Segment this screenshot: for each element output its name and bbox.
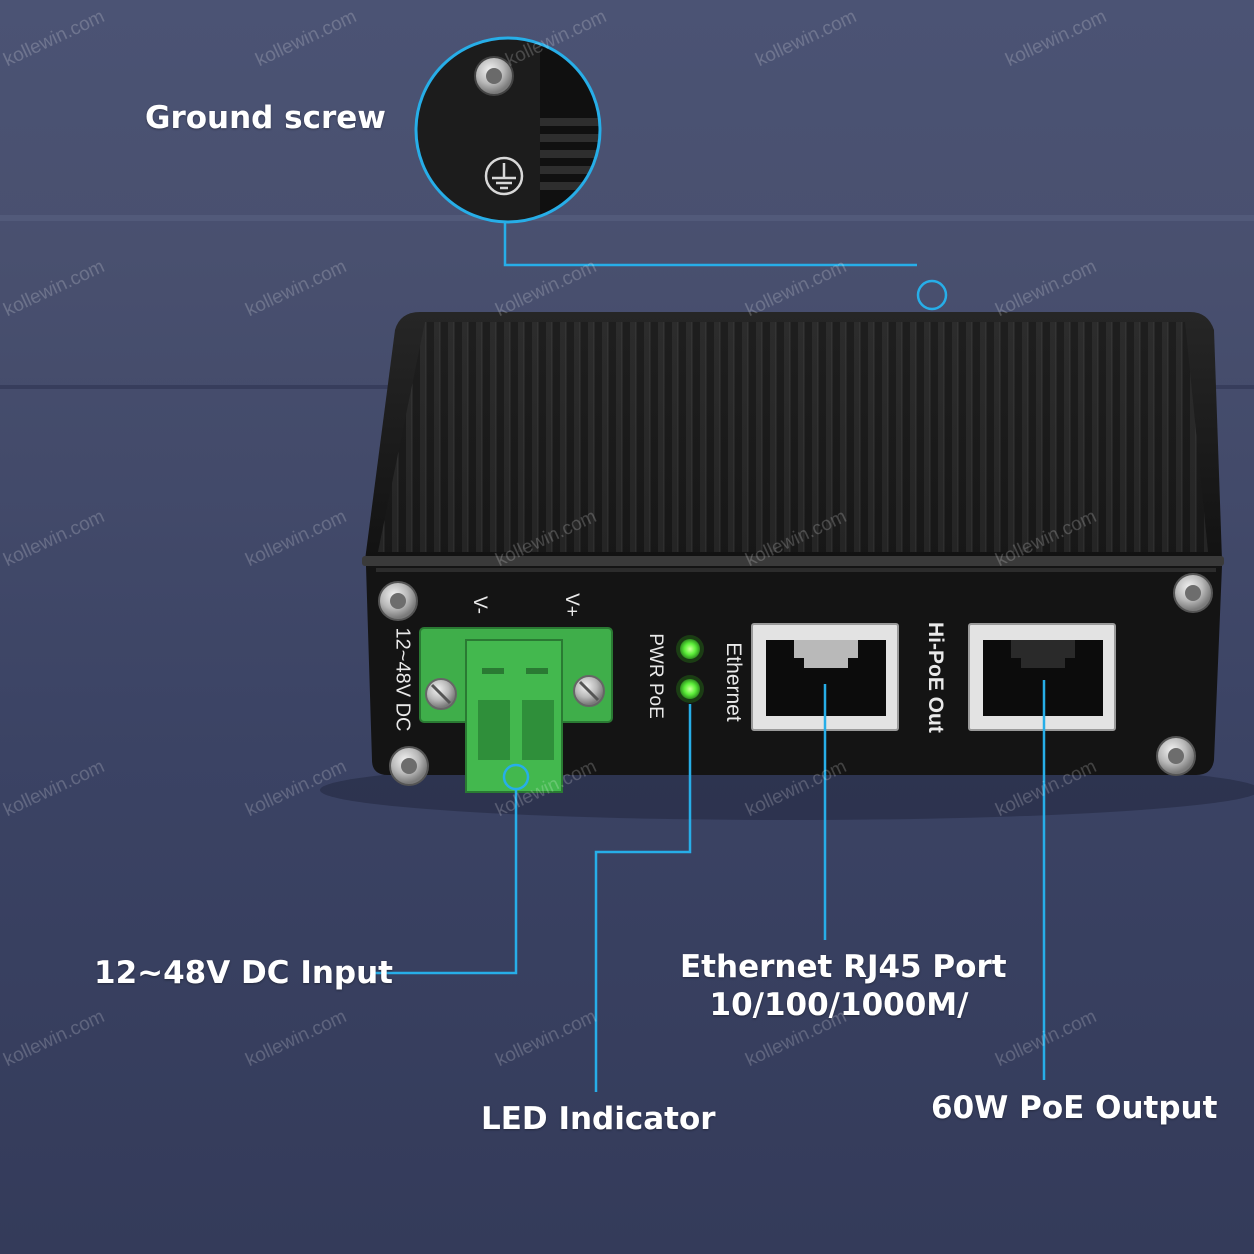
panel-label-dc: 12~48V DC — [391, 627, 414, 732]
ground-symbol-icon — [484, 156, 524, 196]
callout-line-led — [594, 704, 692, 1092]
callout-ethernet-port-line1: Ethernet RJ45 Port — [680, 949, 1007, 985]
callout-ethernet-port: Ethernet RJ45 Port 10/100/1000M/ — [680, 948, 1007, 1024]
callout-led-indicator: LED Indicator — [481, 1101, 716, 1137]
panel-label-hipoe-out: Hi-PoE Out — [924, 622, 947, 733]
callout-dc-input: 12~48V DC Input — [94, 955, 393, 991]
callout-line-ground — [503, 222, 917, 267]
panel-label-ethernet: Ethernet — [722, 642, 745, 722]
panel-label-v-plus: V+ — [561, 593, 582, 617]
panel-label-pwr-poe: PWR PoE — [645, 633, 666, 719]
led-icon — [676, 635, 704, 703]
callout-lines — [373, 222, 1046, 1092]
callout-ethernet-port-line2: 10/100/1000M/ — [709, 987, 969, 1023]
terminal-block-icon — [419, 627, 613, 793]
callout-poe-output: 60W PoE Output — [931, 1090, 1218, 1126]
rj45-port-icon — [968, 623, 1116, 731]
callout-line-dc — [373, 789, 518, 975]
panel-label-v-minus: V- — [469, 596, 490, 614]
callout-ground-screw: Ground screw — [145, 100, 386, 136]
screw-icon — [378, 573, 1213, 786]
poe-injector-device — [320, 312, 1254, 820]
callout-marker-ground — [916, 279, 948, 311]
